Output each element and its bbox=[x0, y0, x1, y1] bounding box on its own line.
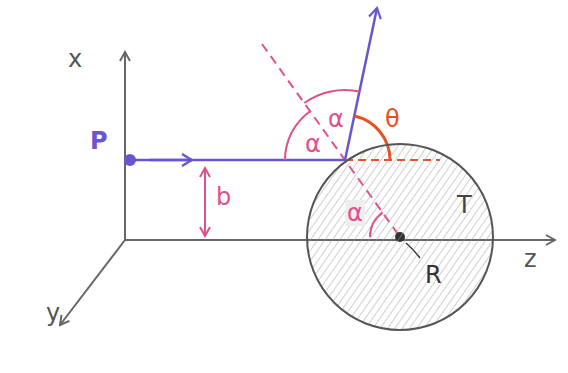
incoming-path bbox=[130, 159, 345, 162]
sphere-outline bbox=[305, 142, 495, 332]
target-sphere: TR bbox=[305, 142, 495, 332]
math-label: T bbox=[455, 192, 474, 218]
y-axis bbox=[60, 240, 125, 325]
outgoing-path bbox=[345, 8, 377, 160]
alpha-arc bbox=[304, 90, 359, 103]
math-label: y bbox=[44, 300, 62, 326]
incoming-arrow bbox=[150, 159, 192, 162]
math-label: x bbox=[66, 46, 84, 72]
math-label: α bbox=[326, 106, 346, 132]
math-label: z bbox=[522, 246, 539, 272]
math-label: P bbox=[88, 128, 110, 154]
x-axis bbox=[124, 52, 126, 240]
particle-dot bbox=[124, 154, 136, 166]
math-label: α bbox=[303, 131, 323, 157]
math-label: α bbox=[345, 200, 365, 226]
math-label: θ bbox=[383, 106, 402, 132]
math-label: b bbox=[214, 184, 233, 210]
impact-parameter-arrow bbox=[204, 168, 206, 236]
math-label: R bbox=[423, 262, 444, 288]
